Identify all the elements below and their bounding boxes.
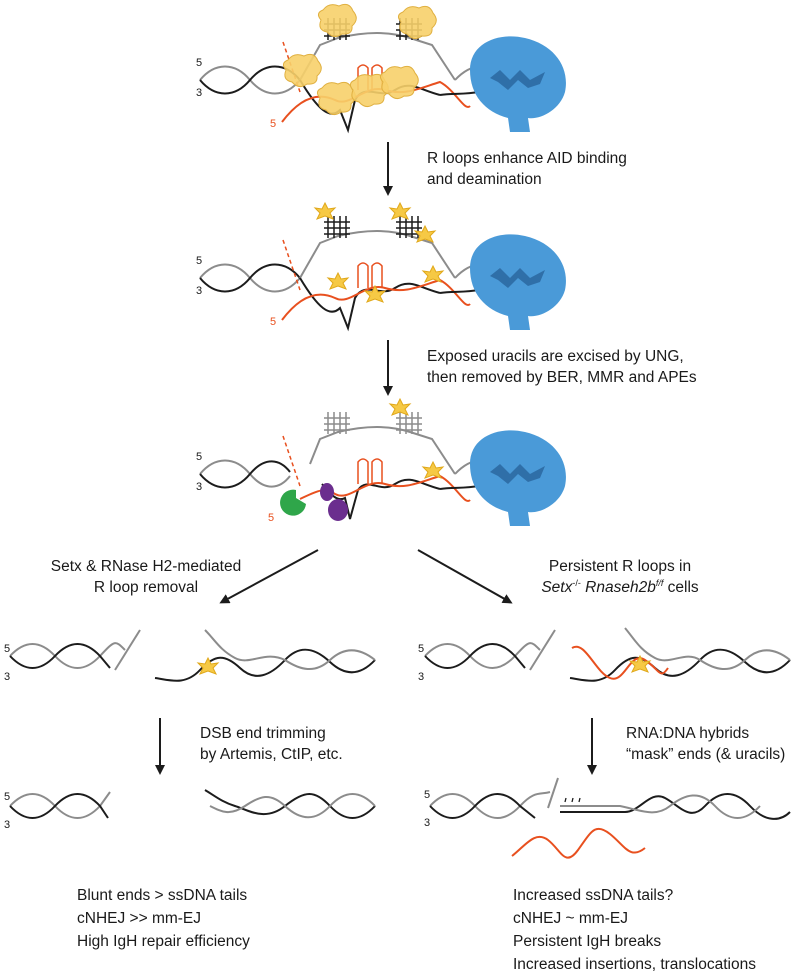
strand-end-5: 5 <box>196 451 202 463</box>
rna-end-5: 5 <box>268 512 274 524</box>
aid-protein <box>282 3 437 116</box>
right-masked-ends: 5 3 <box>424 777 791 859</box>
trimming-label-line2: by Artemis, CtIP, etc. <box>200 746 343 763</box>
dna-strand-dark <box>199 65 301 95</box>
masking-label-line2: “mask” ends (& uracils) <box>626 746 785 763</box>
arrow-branch-left <box>219 549 319 604</box>
step2-label-line1: Exposed uracils are excised by UNG, <box>427 348 684 365</box>
strand-end-3: 3 <box>4 819 10 831</box>
right-broken-ends: 5 3 <box>418 627 791 683</box>
outcome-right-item: cNHEJ ~ mm-EJ <box>513 910 628 927</box>
strand-end-5: 5 <box>196 255 202 267</box>
panel-aid-binding: 5 3 5 <box>196 3 566 134</box>
outcome-left-item: Blunt ends > ssDNA tails <box>77 887 247 904</box>
masking-label-line1: RNA:DNA hybrids <box>626 725 749 742</box>
step1-label-line2: and deamination <box>427 171 542 188</box>
left-trimmed-ends: 5 3 <box>4 789 376 831</box>
rna-end-5: 5 <box>270 316 276 328</box>
outcome-right-item: Increased insertions, translocations <box>513 956 756 973</box>
uracil-star-icon <box>628 654 652 673</box>
displaced-strand <box>299 32 456 81</box>
strand-end-5: 5 <box>4 791 10 803</box>
strand-end-5: 5 <box>4 643 10 655</box>
rna-end-5: 5 <box>270 118 276 130</box>
branch-right-line1: Persistent R loops in <box>549 558 691 575</box>
step2-label-line2: then removed by BER, MMR and APEs <box>427 369 697 386</box>
left-broken-ends: 5 3 <box>4 629 376 683</box>
uracil-star-icon <box>313 201 445 303</box>
r-loop-hairpins <box>357 64 383 90</box>
branch-left-line2: R loop removal <box>94 579 198 596</box>
rna-polymerase <box>470 234 566 330</box>
strand-end-5: 5 <box>196 57 202 69</box>
repair-enzyme-icon <box>320 483 348 521</box>
step1-label-line1: R loops enhance AID binding <box>427 150 627 167</box>
uracil-star-icon <box>421 460 445 479</box>
strand-end-3: 3 <box>196 285 202 297</box>
strand-end-3: 3 <box>196 87 202 99</box>
trimming-label-line1: DSB end trimming <box>200 725 326 742</box>
outcome-right-item: Increased ssDNA tails? <box>513 887 674 904</box>
arrow-branch-right <box>417 549 513 604</box>
branch-left-line1: Setx & RNase H2-mediated <box>51 558 241 575</box>
strand-end-3: 3 <box>418 671 424 683</box>
panel-deamination: 5 3 5 <box>196 201 566 332</box>
strand-end-3: 3 <box>424 817 430 829</box>
rna-polymerase <box>470 430 566 526</box>
uracil-star-icon <box>388 397 412 416</box>
uracil-star-icon <box>196 656 220 675</box>
panel-uracil-excision: 5 3 5 <box>196 397 566 526</box>
outcome-left-item: cNHEJ >> mm-EJ <box>77 910 201 927</box>
rna-polymerase <box>470 36 566 132</box>
outcome-left-item: High IgH repair efficiency <box>77 933 250 950</box>
ung-enzyme-icon <box>280 489 306 516</box>
strand-end-3: 3 <box>4 671 10 683</box>
strand-end-5: 5 <box>418 643 424 655</box>
outcomes-right: Increased ssDNA tails? cNHEJ ~ mm-EJ Per… <box>513 887 756 973</box>
outcome-right-item: Persistent IgH breaks <box>513 933 661 950</box>
branch-right-line2: Setx-/- Rnaseh2bf/f cells <box>541 578 699 596</box>
strand-end-3: 3 <box>196 481 202 493</box>
outcomes-left: Blunt ends > ssDNA tails cNHEJ >> mm-EJ … <box>77 887 250 950</box>
strand-end-5: 5 <box>424 789 430 801</box>
